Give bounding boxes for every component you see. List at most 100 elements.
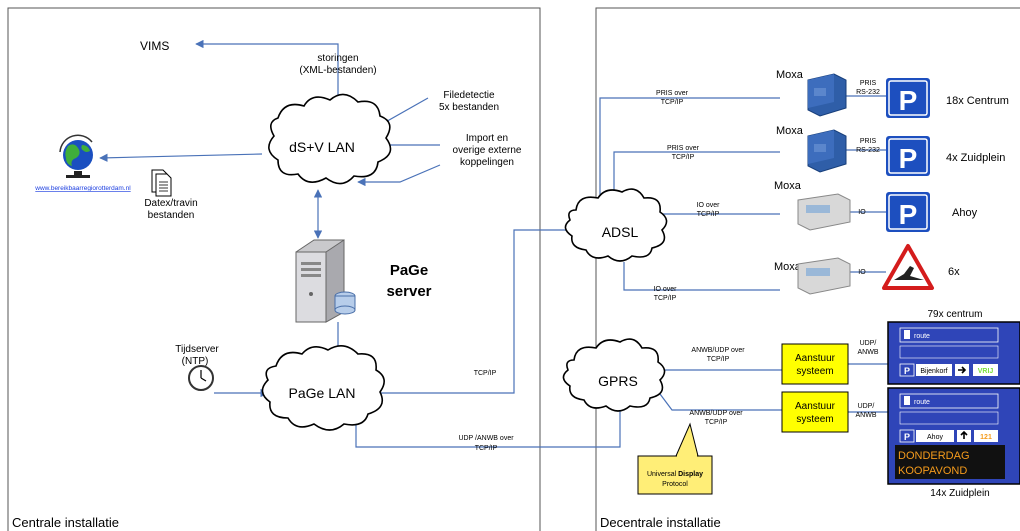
datex-label: Datex/travin — [144, 198, 197, 209]
pris-over-label-1: PRIS over — [656, 90, 689, 97]
page-server-label: PaGe — [390, 262, 428, 279]
globe-icon — [59, 134, 93, 178]
io-over-label-2: IO over — [654, 286, 678, 293]
six-count-label: 6x — [948, 266, 960, 278]
io-over-label-1: IO over — [697, 202, 721, 209]
filedetectie-count-label: 5x bestanden — [439, 102, 499, 113]
sign2-p: P — [904, 432, 910, 442]
aanstuur-systeem-box-1: Aanstuur systeem — [781, 343, 849, 385]
clock-icon — [188, 365, 214, 391]
parking-p-1: P — [899, 85, 918, 116]
systeem-label-2: systeem — [796, 414, 833, 425]
gprs-label: GPRS — [598, 373, 638, 389]
page-server-label-2: server — [386, 283, 431, 300]
systeem-label-1: systeem — [796, 366, 833, 377]
decentral-panel-label: Decentrale installatie — [600, 515, 721, 530]
pris-over-label-2: PRIS over — [667, 145, 700, 152]
count-label: 121 — [980, 434, 992, 441]
tcpip-label: TCP/IP — [474, 370, 497, 377]
callout-text-line2: Protocol — [662, 481, 688, 488]
udp-anwb-tcpip-label: TCP/IP — [475, 445, 498, 452]
arrow-up-icon — [960, 430, 968, 439]
callout-text-line1: Universal Display — [647, 471, 703, 478]
udp-anwb-label-2b: ANWB — [856, 412, 877, 419]
vms-sign-centrum: route P Bijenkorf VRIJ — [887, 321, 1020, 385]
aanstuur-label-1: Aanstuur — [795, 353, 836, 364]
io-tcpip-label-1: TCP/IP — [697, 211, 720, 218]
bijenkorf-label: Bijenkorf — [920, 368, 947, 375]
central-panel-frame — [7, 7, 541, 531]
centrum-count-label: 18x Centrum — [946, 95, 1009, 107]
moxa-label-4: Moxa — [774, 261, 802, 273]
moxa-label-1: Moxa — [776, 69, 804, 81]
central-panel-label: Centrale installatie — [12, 515, 119, 530]
parking-sign-icon-3: P — [886, 192, 930, 232]
ntp-label: (NTP) — [182, 356, 209, 367]
gprs-cloud: GPRS — [562, 338, 666, 412]
pris-tcpip-label-2: TCP/IP — [672, 154, 695, 161]
rs232-label-1: RS-232 — [856, 89, 880, 96]
udp-anwb-label-1: UDP/ — [860, 340, 877, 347]
adsl-cloud: ADSL — [564, 188, 668, 262]
moxa-device-2 — [807, 129, 847, 173]
sign1-p: P — [904, 366, 910, 376]
io-label-1: IO — [858, 209, 866, 216]
dsv-lan-cloud: dS+V LAN — [268, 93, 392, 185]
aanstuur-label-2: Aanstuur — [795, 401, 836, 412]
filedetectie-label: Filedetectie — [443, 90, 495, 101]
udp-anwb-label-2: UDP/ — [858, 403, 875, 410]
import-external-label: overige externe — [453, 145, 522, 156]
anwb-udp-tcpip-label-1: TCP/IP — [707, 356, 730, 363]
udp-anwb-label: UDP /ANWB over — [458, 435, 514, 442]
import-label: Import en — [466, 133, 508, 144]
vims-label: VIMS — [140, 39, 169, 53]
website-link[interactable]: www.bereikbaarregiorotterdam.nl — [34, 185, 131, 192]
dsv-lan-label: dS+V LAN — [289, 139, 355, 155]
parking-p-2: P — [899, 143, 918, 174]
koopavond-label: KOOPAVOND — [898, 465, 967, 477]
arrow-right-icon — [958, 366, 967, 374]
moxa-device-3 — [797, 193, 851, 231]
parking-p-3: P — [899, 199, 918, 230]
ahoy-sign-label: Ahoy — [927, 434, 943, 441]
decentral-panel-frame — [595, 7, 1020, 531]
adsl-label: ADSL — [602, 224, 639, 240]
vrij-label: VRIJ — [978, 368, 994, 375]
udp-anwb-label-1b: ANWB — [858, 349, 879, 356]
sign1-caption: 79x centrum — [927, 309, 982, 320]
anwb-udp-label-1: ANWB/UDP over — [691, 347, 745, 354]
parking-sign-icon-2: P — [886, 136, 930, 176]
donderdag-label: DONDERDAG — [898, 450, 970, 462]
pris-tcpip-label-1: TCP/IP — [661, 99, 684, 106]
page-lan-label: PaGe LAN — [289, 385, 356, 401]
pris-label-2: PRIS — [860, 138, 877, 145]
zuidplein-count-label: 4x Zuidplein — [946, 152, 1005, 164]
xml-label: (XML-bestanden) — [299, 65, 376, 76]
ahoy-label: Ahoy — [952, 207, 978, 219]
tijdserver-label: Tijdserver — [175, 344, 219, 355]
import-koppelingen-label: koppelingen — [460, 157, 514, 168]
route-icon-1 — [904, 330, 910, 339]
moxa-label-2: Moxa — [776, 125, 804, 137]
route-label-1: route — [914, 333, 930, 340]
route-icon-2 — [904, 396, 910, 405]
anwb-udp-tcpip-label-2: TCP/IP — [705, 419, 728, 426]
aanstuur-systeem-box-2: Aanstuur systeem — [781, 391, 849, 433]
document-icon — [151, 169, 172, 197]
datex-bestanden-label: bestanden — [148, 210, 195, 221]
io-label-2: IO — [858, 269, 866, 276]
moxa-device-1 — [807, 73, 847, 117]
moxa-label-3: Moxa — [774, 180, 802, 192]
io-tcpip-label-2: TCP/IP — [654, 295, 677, 302]
sign2-caption: 14x Zuidplein — [930, 488, 989, 499]
moxa-device-4 — [797, 257, 851, 295]
storingen-label: storingen — [317, 53, 358, 64]
bridge-warning-icon — [882, 244, 934, 290]
vms-sign-zuidplein: route P Ahoy 121 DONDERDAG KOOPAVOND — [887, 387, 1020, 485]
anwb-udp-label-2: ANWB/UDP over — [689, 410, 743, 417]
page-lan-cloud: PaGe LAN — [261, 345, 385, 431]
udp-callout: Universal Display Protocol — [637, 422, 713, 495]
parking-sign-icon-1: P — [886, 78, 930, 118]
server-icon — [295, 239, 356, 323]
